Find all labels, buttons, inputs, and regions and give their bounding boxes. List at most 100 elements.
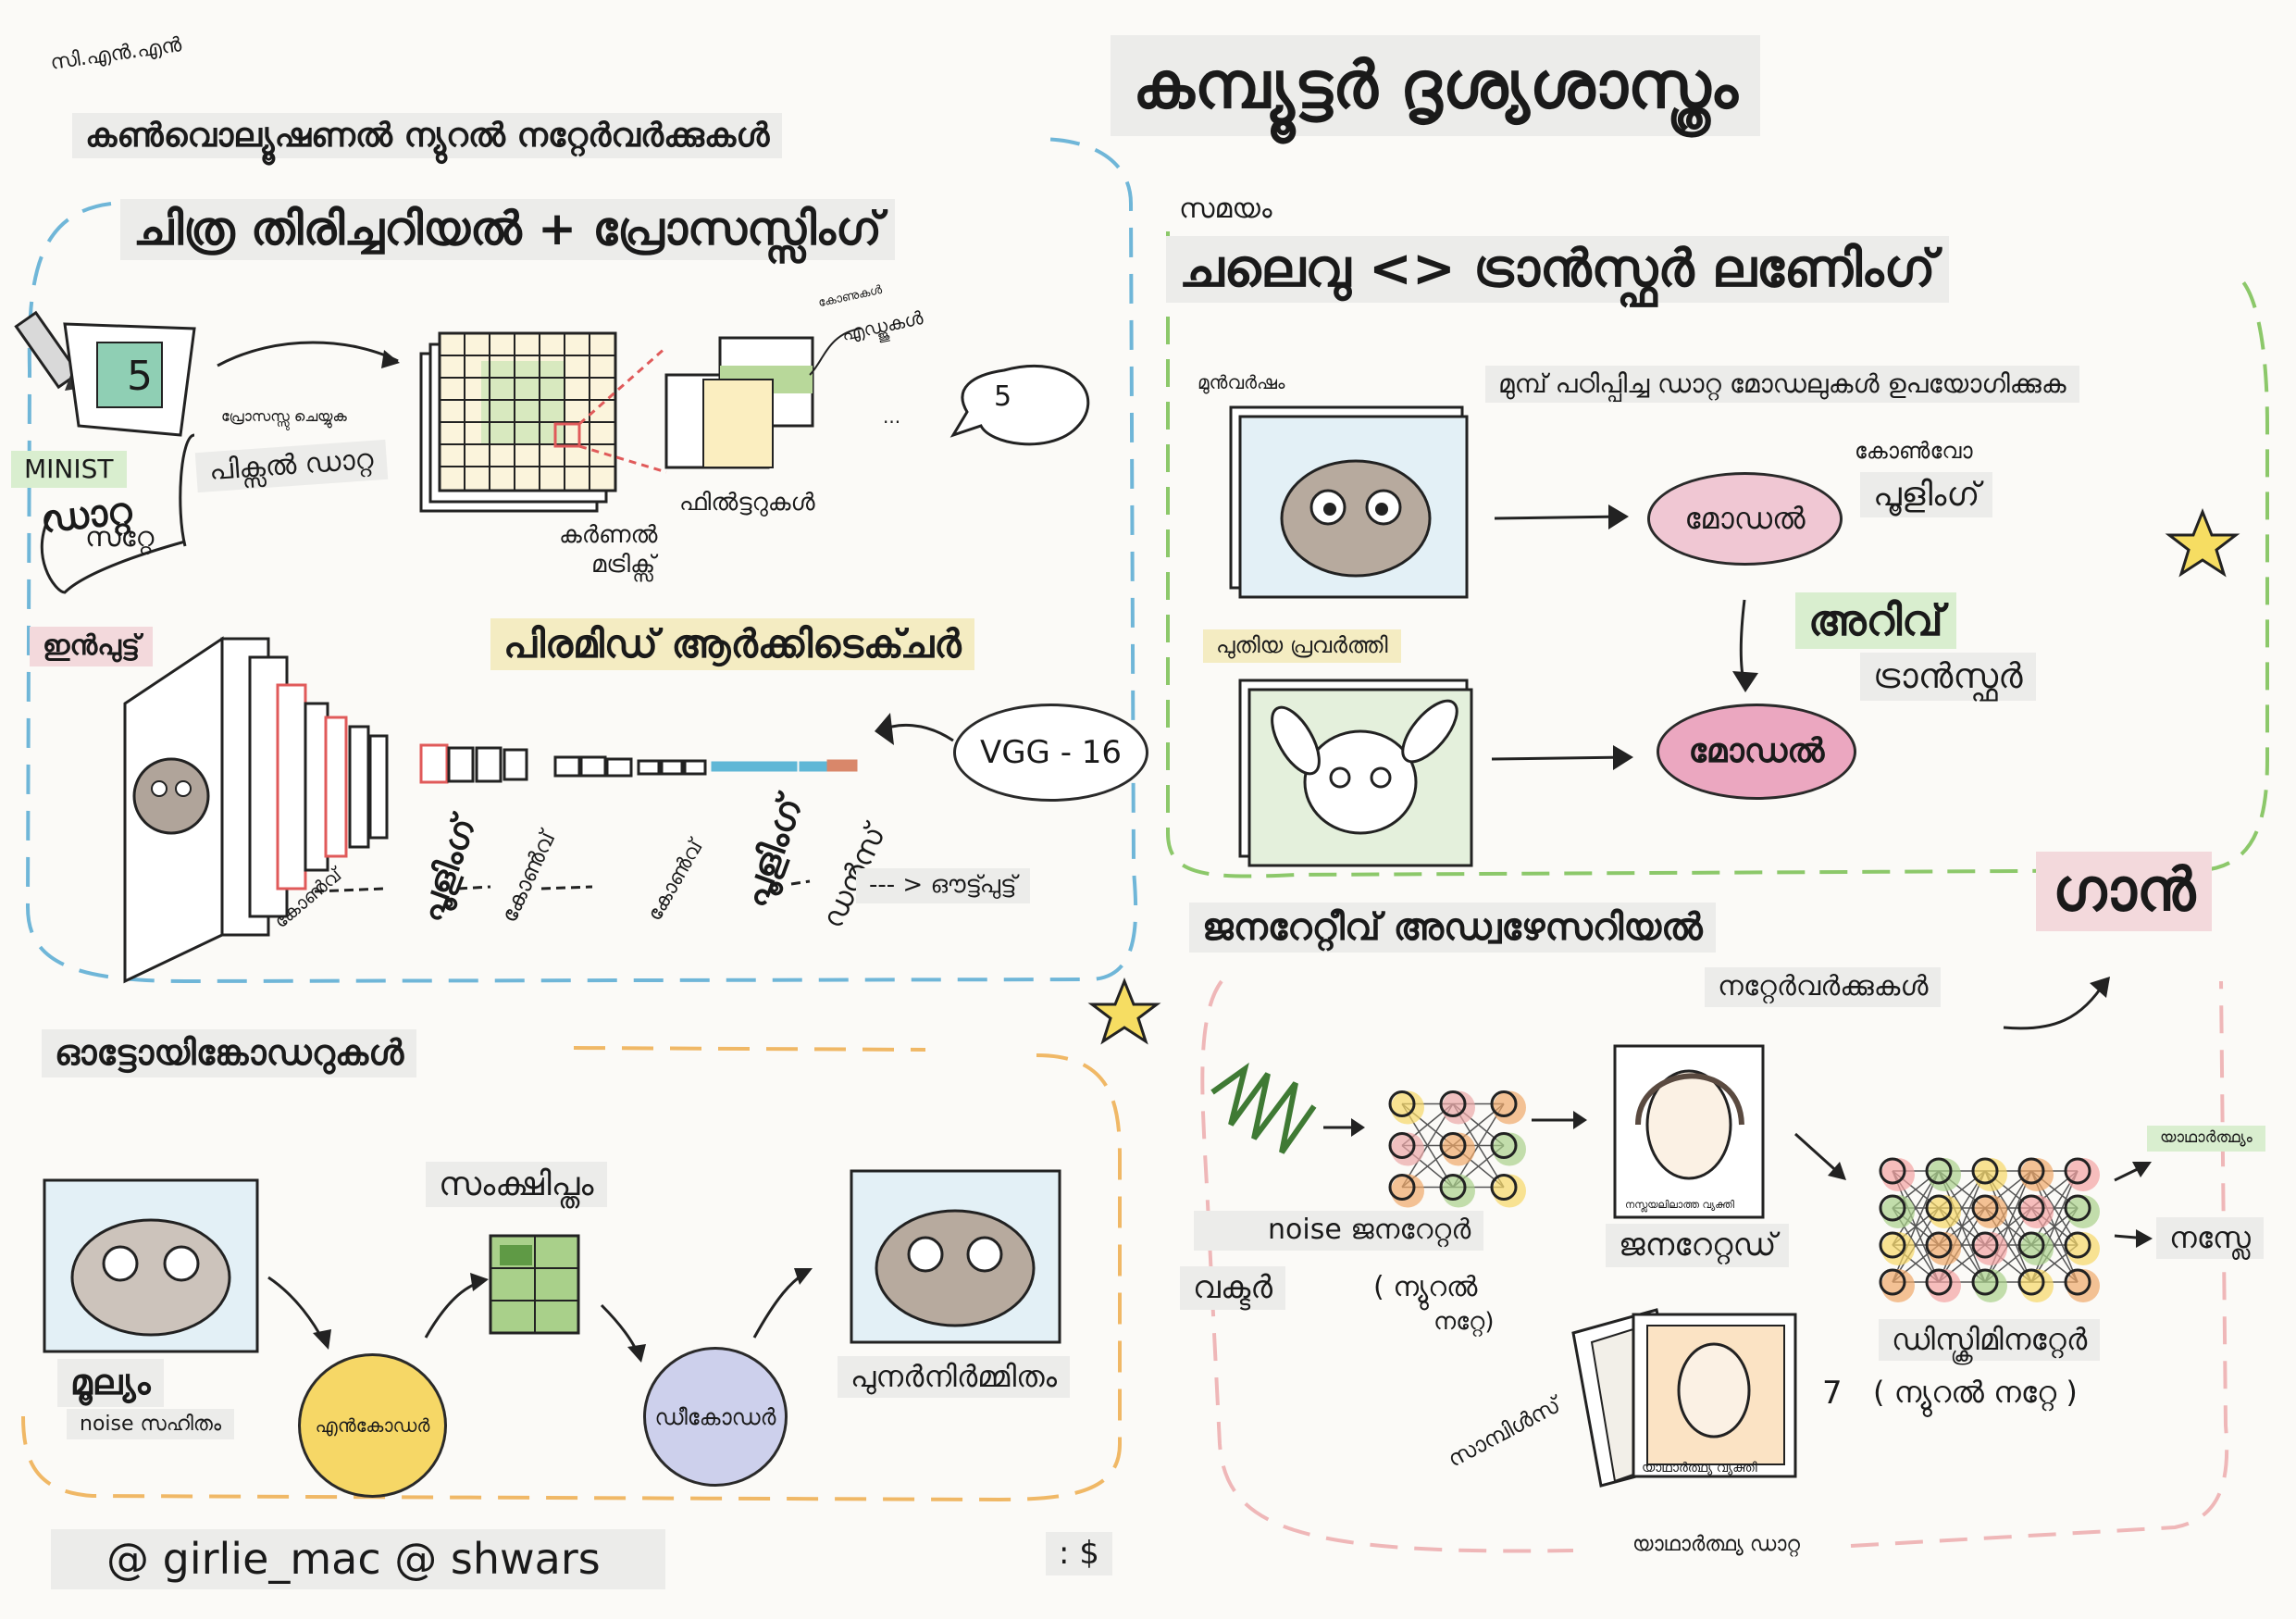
- pyramid-layer-4: [324, 716, 348, 858]
- pyramid-layer-11: [553, 755, 581, 778]
- cnn-subtitle: ചിത്ര തിരിച്ചറിയൽ + പ്രോസസ്സിംഗ്: [120, 199, 895, 260]
- discriminator-network: [1879, 1157, 2100, 1302]
- pyramid-layer-2: [276, 683, 307, 890]
- filters-label: ഫിൽട്ടറുകൾ: [679, 489, 815, 517]
- noise-scribble-icon: [1210, 1062, 1317, 1154]
- pyramid-title: പിരമിഡ് ആർക്കിടെക്ചർ: [490, 618, 974, 671]
- autoencoder-title: ഓട്ടോയിങ്കോഡറുകൾ: [42, 1029, 417, 1077]
- real-person-caption: യാഥാർത്ഥ്യ വ്യക്തി: [1642, 1461, 1757, 1476]
- network-node: [1925, 1194, 1953, 1222]
- decoder-node: ഡീകോഡർ: [643, 1347, 788, 1487]
- credit-label: @ girlie_mac @ shwars: [51, 1529, 665, 1589]
- noise-generator-label: noise ജനറേറ്റർ: [1194, 1211, 1484, 1251]
- pyramid-layer-6: [368, 734, 389, 840]
- network-node: [1925, 1268, 1953, 1296]
- filter-cards: [664, 336, 814, 469]
- disc-nn-label: ( ന്യുറൽ നറ്റേ ): [1873, 1375, 2078, 1410]
- compressed-label: സംക്ഷിപ്തം: [426, 1162, 607, 1208]
- network-node: [1925, 1157, 1953, 1185]
- network-node: [2017, 1231, 2045, 1259]
- gen-nn-label-a: ( ന്യുറൽ: [1373, 1271, 1478, 1303]
- network-node: [1490, 1132, 1518, 1159]
- network-node: [1879, 1157, 1906, 1185]
- transfer-section-border: [1166, 231, 2269, 878]
- gan-title: ജനറേറ്റീവ് അഡ്വഴേസറിയൽ: [1189, 903, 1716, 953]
- vgg-pyramid: [220, 637, 858, 937]
- network-node: [1490, 1174, 1518, 1201]
- dataset-mnist: MINIST: [11, 451, 127, 489]
- compressed-grid-icon: [489, 1234, 580, 1335]
- real-output-label: യാഥാർത്ഥ്യം: [2147, 1126, 2265, 1152]
- transfer-title: ചലെവു <> ട്രാൻസ്ഫർ ലണേിംഗ്: [1166, 236, 1949, 304]
- conv-label: കോൺവോ: [1855, 438, 1973, 464]
- pyramid-layer-16: [683, 759, 707, 776]
- speech-bubble: [949, 364, 1090, 446]
- previous-label: മുൻവർഷം: [1198, 371, 1285, 393]
- pyramid-layer-15: [660, 759, 684, 776]
- matrix-label: മട്രിക്സ്: [591, 551, 656, 579]
- real-data-label: യാഥാർത്ഥ്യ ഡാറ്റ: [1632, 1533, 1801, 1556]
- gen-nn-label-b: നറ്റേ): [1433, 1308, 1495, 1336]
- reconstructed-label: പുനർനിർമ്മിതം: [838, 1356, 1071, 1398]
- network-node: [2017, 1194, 2045, 1222]
- network-node: [1490, 1090, 1518, 1117]
- real-samples-images: [1571, 1308, 1797, 1488]
- dataset-set: സറ്റേ: [85, 521, 155, 554]
- fake-person-caption: നസ്ലയലിലാത്ത വ്യക്തി: [1625, 1199, 1735, 1211]
- original-cat-image: [43, 1178, 259, 1353]
- network-node: [1925, 1231, 1953, 1259]
- network-node: [1971, 1194, 1999, 1222]
- network-node: [1879, 1268, 1906, 1296]
- autoencoder-section-border: [21, 1046, 1122, 1502]
- network-node: [1439, 1132, 1467, 1159]
- input-image-panel: [123, 636, 224, 984]
- model-b-node: മോഡൽ: [1657, 704, 1856, 800]
- digit-card: [96, 342, 163, 408]
- gan-arrow: [2003, 980, 2107, 1030]
- network-node: [1439, 1174, 1467, 1201]
- pyramid-layer-3: [304, 702, 329, 872]
- network-node: [2017, 1268, 2045, 1296]
- network-node: [1971, 1268, 1999, 1296]
- network-node: [2064, 1194, 2091, 1222]
- model-a-node: മോഡൽ: [1647, 472, 1843, 566]
- pyramid-layer-8: [447, 746, 475, 783]
- mnist-digit: 5: [127, 353, 153, 400]
- network-node: [1971, 1231, 1999, 1259]
- gan-section-border: [1200, 979, 2229, 1553]
- reconstructed-cat-image: [850, 1169, 1061, 1344]
- time-label: സമയം: [1179, 193, 1272, 225]
- output-label: --- > ഔട്ട്പുട്ട്: [856, 868, 1030, 903]
- vgg-label: VGG - 16: [953, 704, 1148, 802]
- vector-label: വക്ടർ: [1180, 1266, 1286, 1311]
- arrow: [1494, 515, 1625, 520]
- star-icon: [1087, 977, 1161, 1045]
- fake-output-label: നസ്ലേ: [2156, 1217, 2264, 1259]
- pyramid-layer-14: [637, 759, 661, 776]
- pyramid-layer-5: [348, 725, 370, 849]
- original-label: മൂല്യം: [57, 1359, 164, 1407]
- network-node: [2017, 1157, 2045, 1185]
- network-node: [1879, 1231, 1906, 1259]
- bunny-image: [1238, 679, 1473, 867]
- network-node: [1971, 1157, 1999, 1185]
- ellipsis-label: ...: [883, 405, 901, 428]
- cnn-name: കൺവൊല്യൂഷണൽ ന്യുറൽ നറ്റേർവർക്കുകൾ: [72, 113, 783, 159]
- network-node: [2064, 1157, 2091, 1185]
- star-icon: [2165, 507, 2240, 578]
- discriminator-label: ഡിസ്ക്രിമിനറ്റേർ: [1879, 1319, 2101, 1361]
- input-label: ഇൻപുട്ട്: [30, 627, 154, 666]
- cat-image: [1229, 405, 1469, 599]
- network-node: [1388, 1174, 1416, 1201]
- cnn-section-border: [25, 137, 1138, 984]
- output-digit: 5: [994, 380, 1012, 413]
- gan-badge: ഗാൻ: [2036, 852, 2213, 931]
- pyramid-layer-10: [503, 748, 528, 781]
- pooling-label: പൂളിംഗ്: [1860, 472, 1993, 518]
- pyramid-layer-19: [826, 759, 858, 772]
- pyramid-layer-17: [711, 761, 798, 772]
- pretrained-label: മുമ്പ് പഠിപ്പിച്ച ഡാറ്റ മോഡലുകൾ ഉപയോഗിക്…: [1485, 366, 2079, 404]
- process-label: പ്രോസസ്സു ചെയ്യുക: [221, 407, 347, 425]
- knowledge-label: അറിവ്: [1795, 592, 1956, 649]
